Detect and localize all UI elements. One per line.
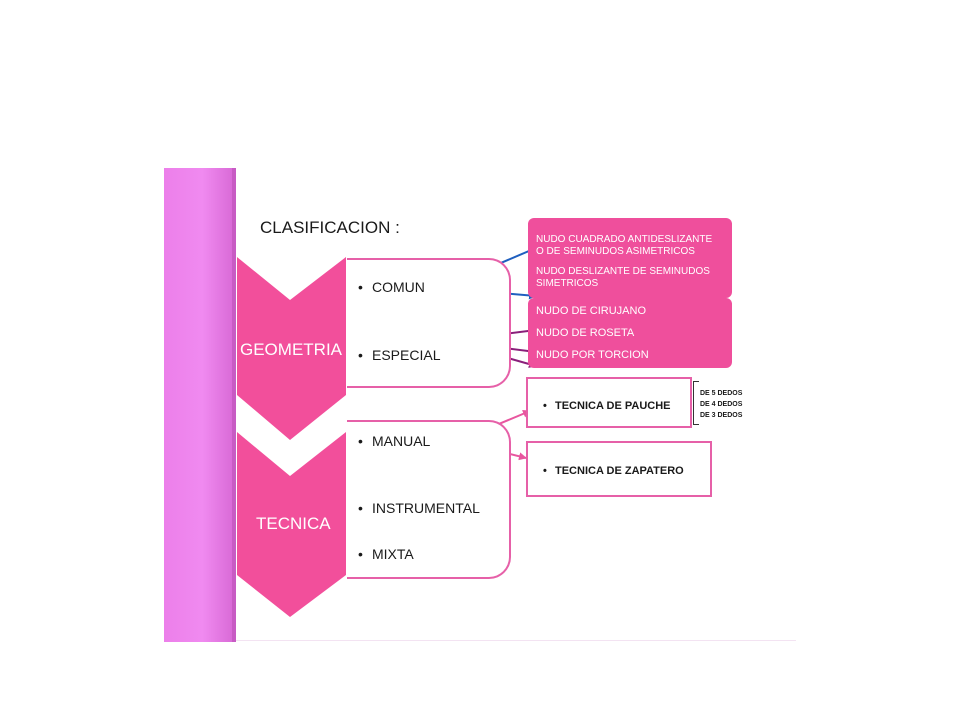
knot-deslizante-line1: NUDO DESLIZANTE DE SEMINUDOS (536, 266, 710, 277)
fingers-5: DE 5 DEDOS (700, 390, 743, 397)
item-manual-label: MANUAL (372, 433, 431, 449)
knot-cuadrado-line2: O DE SEMINUDOS ASIMETRICOS (536, 246, 695, 257)
item-instrumental-label: INSTRUMENTAL (372, 500, 480, 516)
diagram-title: CLASIFICACION : (260, 218, 400, 237)
knot-cuadrado-line1: NUDO CUADRADO ANTIDESLIZANTE (536, 234, 713, 245)
bullet: • (358, 279, 363, 295)
bullet: • (543, 465, 547, 477)
side-bar-edge (232, 168, 236, 642)
item-manual: • MANUAL (358, 433, 430, 449)
knot-roseta: NUDO DE ROSETA (536, 327, 635, 339)
fingers-bracket (693, 381, 699, 425)
bullet: • (358, 500, 363, 516)
tecnica-chevron (237, 432, 346, 617)
technique-zapatero-label: TECNICA DE ZAPATERO (555, 465, 684, 477)
knot-cirujano: NUDO DE CIRUJANO (536, 305, 647, 317)
fingers-4: DE 4 DEDOS (700, 401, 743, 408)
geometria-label: GEOMETRIA (240, 340, 343, 359)
tecnica-label: TECNICA (256, 514, 331, 533)
knot-deslizante: NUDO DESLIZANTE DE SEMINUDOS SIMETRICOS (536, 266, 710, 290)
bullet: • (358, 433, 363, 449)
technique-pauche: • TECNICA DE PAUCHE (543, 400, 671, 412)
bullet: • (543, 400, 547, 412)
slide-baseline (236, 640, 796, 641)
geometria-chevron (237, 257, 346, 440)
item-especial-label: ESPECIAL (372, 347, 441, 363)
geometria-panel (347, 258, 511, 388)
knot-deslizante-line2: SIMETRICOS (536, 278, 599, 289)
knot-cuadrado: NUDO CUADRADO ANTIDESLIZANTE O DE SEMINU… (536, 234, 712, 258)
bullet: • (358, 347, 363, 363)
item-instrumental: • INSTRUMENTAL (358, 500, 480, 516)
knot-torcion: NUDO POR TORCION (536, 349, 649, 361)
comun-knots-box (528, 218, 732, 298)
item-comun: • COMUN (358, 279, 425, 295)
pauche-box (526, 377, 692, 428)
item-mixta: • MIXTA (358, 546, 414, 562)
technique-zapatero: • TECNICA DE ZAPATERO (543, 465, 684, 477)
especial-knots-box (528, 298, 732, 368)
side-bar (164, 168, 234, 642)
item-especial: • ESPECIAL (358, 347, 440, 363)
zapatero-box (526, 441, 712, 497)
tecnica-panel (347, 420, 511, 579)
item-comun-label: COMUN (372, 279, 425, 295)
technique-pauche-label: TECNICA DE PAUCHE (555, 400, 671, 412)
item-mixta-label: MIXTA (372, 546, 414, 562)
fingers-3: DE 3 DEDOS (700, 412, 743, 419)
bullet: • (358, 546, 363, 562)
pauche-fingers: DE 5 DEDOS DE 4 DEDOS DE 3 DEDOS (700, 388, 742, 421)
